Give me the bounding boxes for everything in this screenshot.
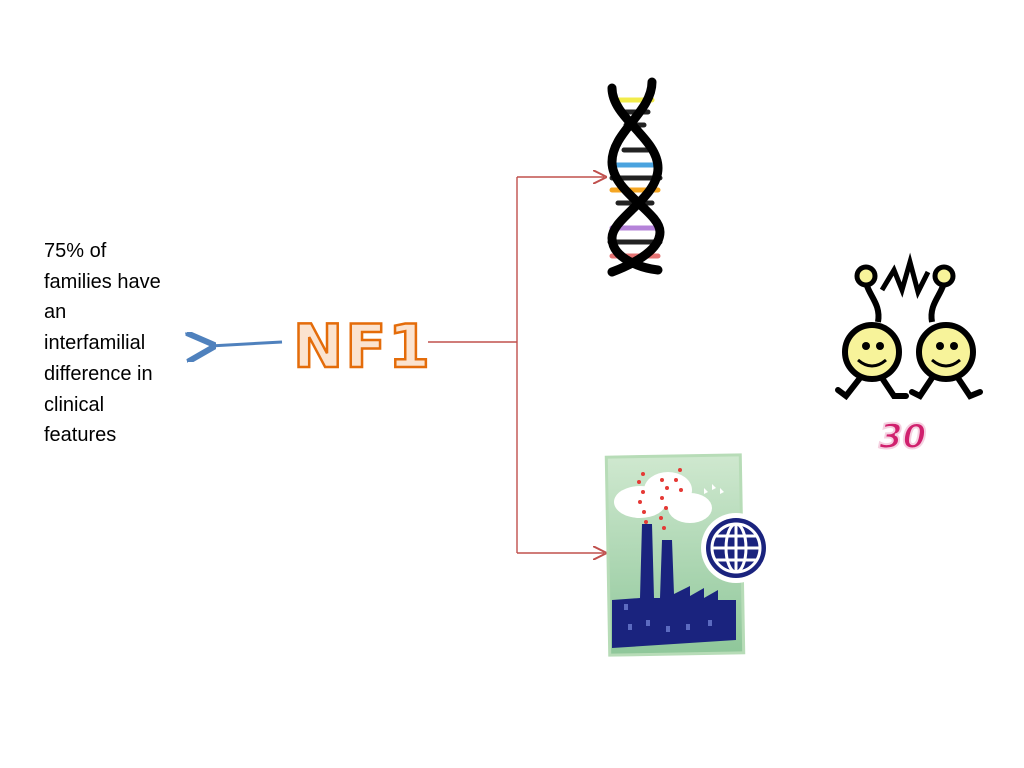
note-arrow (210, 342, 283, 346)
branch-connector (428, 177, 604, 553)
note-line: difference in (44, 362, 153, 385)
note-line: interfamilial (44, 332, 146, 355)
dna-icon (607, 77, 665, 277)
twins-icon (835, 252, 983, 401)
note-line: 75% of (44, 240, 107, 262)
note-line: features (44, 424, 117, 447)
badge-number: 30 (879, 417, 926, 457)
note-line: clinical (44, 393, 105, 416)
note-line: families have (44, 270, 161, 293)
note-line: an (44, 301, 67, 324)
nf1-label: NF1 (293, 312, 432, 382)
badge-30: 30 (878, 416, 927, 458)
families-note: 75% of families have an interfamilial di… (44, 236, 194, 451)
factory-globe-icon (604, 453, 771, 657)
